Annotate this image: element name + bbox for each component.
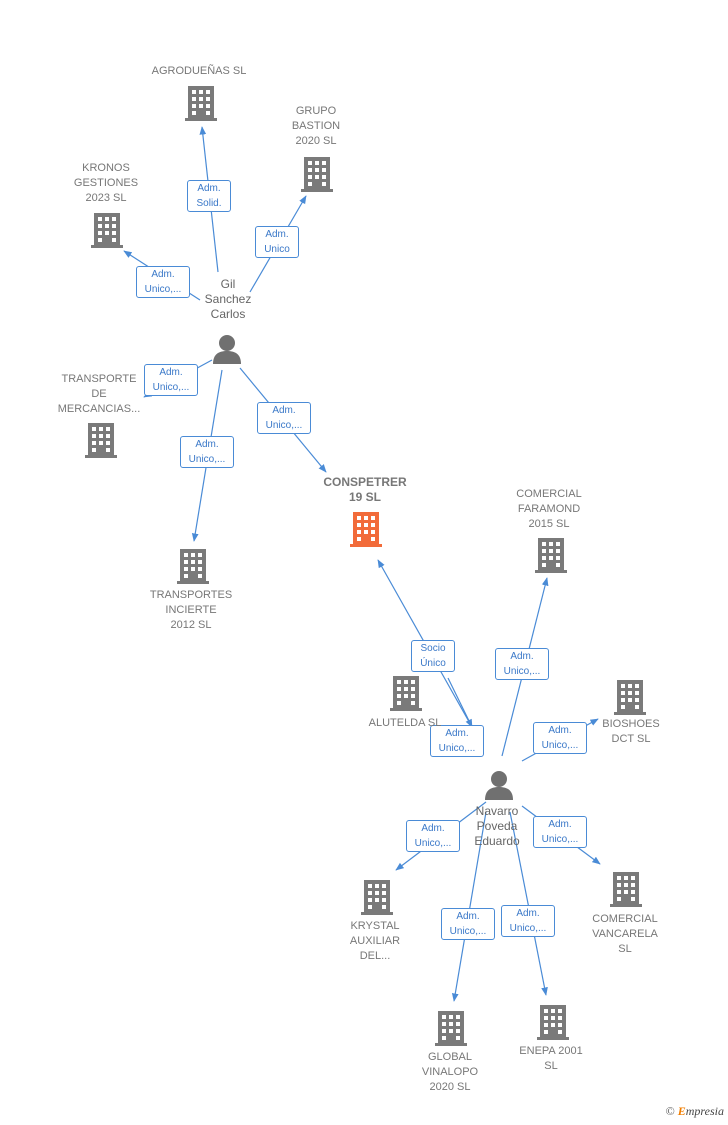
company-label-enepa[interactable]: ENEPA 2001 SL xyxy=(519,1045,583,1072)
edge-label-gil-grupo[interactable]: Adm. Unico xyxy=(255,226,299,258)
person-label-navarro[interactable]: Navarro Poveda Eduardo xyxy=(474,804,520,848)
company-label-global[interactable]: GLOBAL VINALOPO 2020 SL xyxy=(421,1051,479,1093)
company-label-faramond[interactable]: COMERCIAL FARAMOND 2015 SL xyxy=(516,488,582,530)
edge-label-navarro-krystal[interactable]: Adm. Unico,... xyxy=(406,820,460,852)
person-label-gil[interactable]: Gil Sanchez Carlos xyxy=(204,277,252,321)
company-label-agro[interactable]: AGRODUEÑAS SL xyxy=(151,65,247,77)
person-icon[interactable] xyxy=(213,335,241,364)
edge-label-navarro-alutelda[interactable]: Adm. Unico,... xyxy=(430,725,484,757)
copyright-credit: © Empresia xyxy=(666,1104,724,1119)
edge-label-gil-conspetrer[interactable]: Adm. Unico,... xyxy=(257,402,311,434)
person-icon[interactable] xyxy=(485,771,513,800)
building-icon[interactable] xyxy=(185,86,217,121)
company-label-vancarela[interactable]: COMERCIAL VANCARELA SL xyxy=(592,913,658,955)
edge-label-navarro-enepa[interactable]: Adm. Unico,... xyxy=(501,905,555,937)
edge-label-navarro-bioshoes[interactable]: Adm. Unico,... xyxy=(533,722,587,754)
building-icon[interactable] xyxy=(177,549,209,584)
company-label-kronos[interactable]: KRONOS GESTIONES 2023 SL xyxy=(73,162,139,204)
edge-navarro-global xyxy=(451,811,487,1002)
building-icon[interactable] xyxy=(535,538,567,573)
building-icon[interactable] xyxy=(435,1011,467,1046)
edge-label-navarro-faramond[interactable]: Adm. Unico,... xyxy=(495,648,549,680)
brand-logo-text: mpresia xyxy=(685,1104,724,1118)
building-icon[interactable] xyxy=(91,213,123,248)
company-label-conspetrer[interactable]: CONSPETRER 19 SL xyxy=(323,475,407,504)
edge-navarro-alutelda xyxy=(447,677,473,728)
company-label-bioshoes[interactable]: BIOSHOES DCT SL xyxy=(602,718,660,745)
company-label-krystal[interactable]: KRYSTAL AUXILIAR DEL... xyxy=(349,920,401,962)
company-label-grupo[interactable]: GRUPO BASTION 2020 SL xyxy=(291,105,341,147)
edge-label-gil-agro[interactable]: Adm. Solid. xyxy=(187,180,231,212)
edge-navarro-enepa xyxy=(509,811,548,996)
edge-label-navarro-global[interactable]: Adm. Unico,... xyxy=(441,908,495,940)
edge-label-navarro-conspetrer[interactable]: Socio Único xyxy=(411,640,455,672)
building-icon[interactable] xyxy=(301,157,333,192)
building-icon[interactable] xyxy=(85,423,117,458)
building-icon[interactable] xyxy=(610,872,642,907)
company-label-transmerc[interactable]: TRANSPORTE DE MERCANCIAS... xyxy=(57,373,141,415)
building-icon[interactable] xyxy=(361,880,393,915)
brand-logo-initial: E xyxy=(677,1104,686,1118)
company-label-alutelda[interactable]: ALUTELDA SL xyxy=(368,717,442,729)
edge-label-navarro-vancarela[interactable]: Adm. Unico,... xyxy=(533,816,587,848)
building-icon[interactable] xyxy=(390,676,422,711)
copyright-symbol: © xyxy=(665,1104,675,1118)
building-icon[interactable] xyxy=(614,680,646,715)
building-icon[interactable] xyxy=(350,512,382,547)
edge-label-gil-kronos[interactable]: Adm. Unico,... xyxy=(136,266,190,298)
building-icon[interactable] xyxy=(537,1005,569,1040)
edge-label-gil-transinc[interactable]: Adm. Unico,... xyxy=(180,436,234,468)
edge-label-gil-transmerc[interactable]: Adm. Unico,... xyxy=(144,364,198,396)
company-label-transinc[interactable]: TRANSPORTES INCIERTE 2012 SL xyxy=(149,589,233,631)
